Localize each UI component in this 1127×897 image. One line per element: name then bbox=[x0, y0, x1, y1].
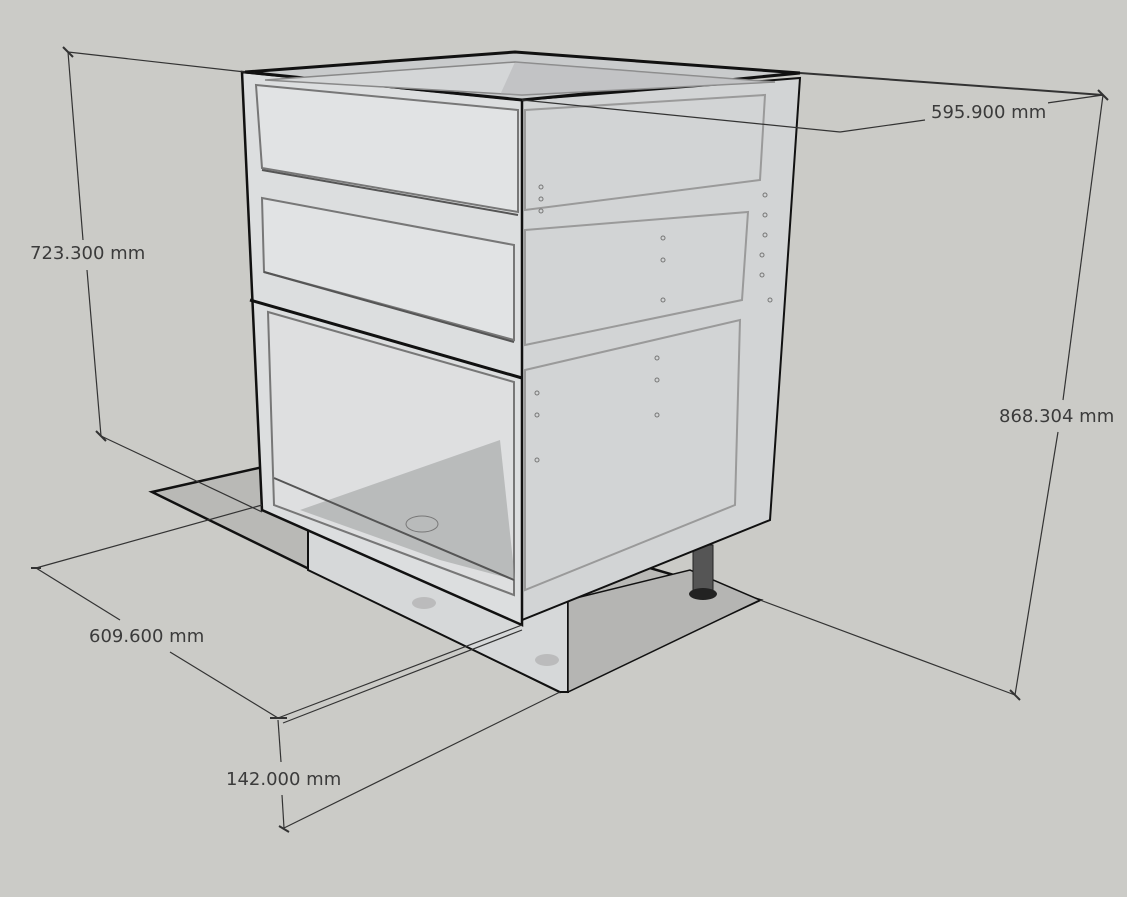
dimension-ticks bbox=[31, 46, 1109, 833]
dimension-label-depth: 609.600 mm bbox=[87, 626, 207, 648]
drawer-middle bbox=[260, 196, 515, 343]
plinth bbox=[307, 518, 762, 694]
dimension-label-plinth-height: 142.000 mm bbox=[224, 769, 344, 791]
dimension-label-total-height: 868.304 mm bbox=[997, 406, 1117, 428]
cabinet-side-panel bbox=[521, 76, 802, 622]
drawer-bottom bbox=[266, 310, 515, 597]
dimension-label-upper-height: 723.300 mm bbox=[28, 243, 148, 265]
dimension-label-width: 595.900 mm bbox=[929, 102, 1049, 124]
cabinet-leg bbox=[689, 544, 717, 600]
cabinet-top bbox=[244, 50, 801, 102]
drawer-top bbox=[254, 83, 519, 216]
dimension-lines bbox=[35, 51, 1104, 829]
